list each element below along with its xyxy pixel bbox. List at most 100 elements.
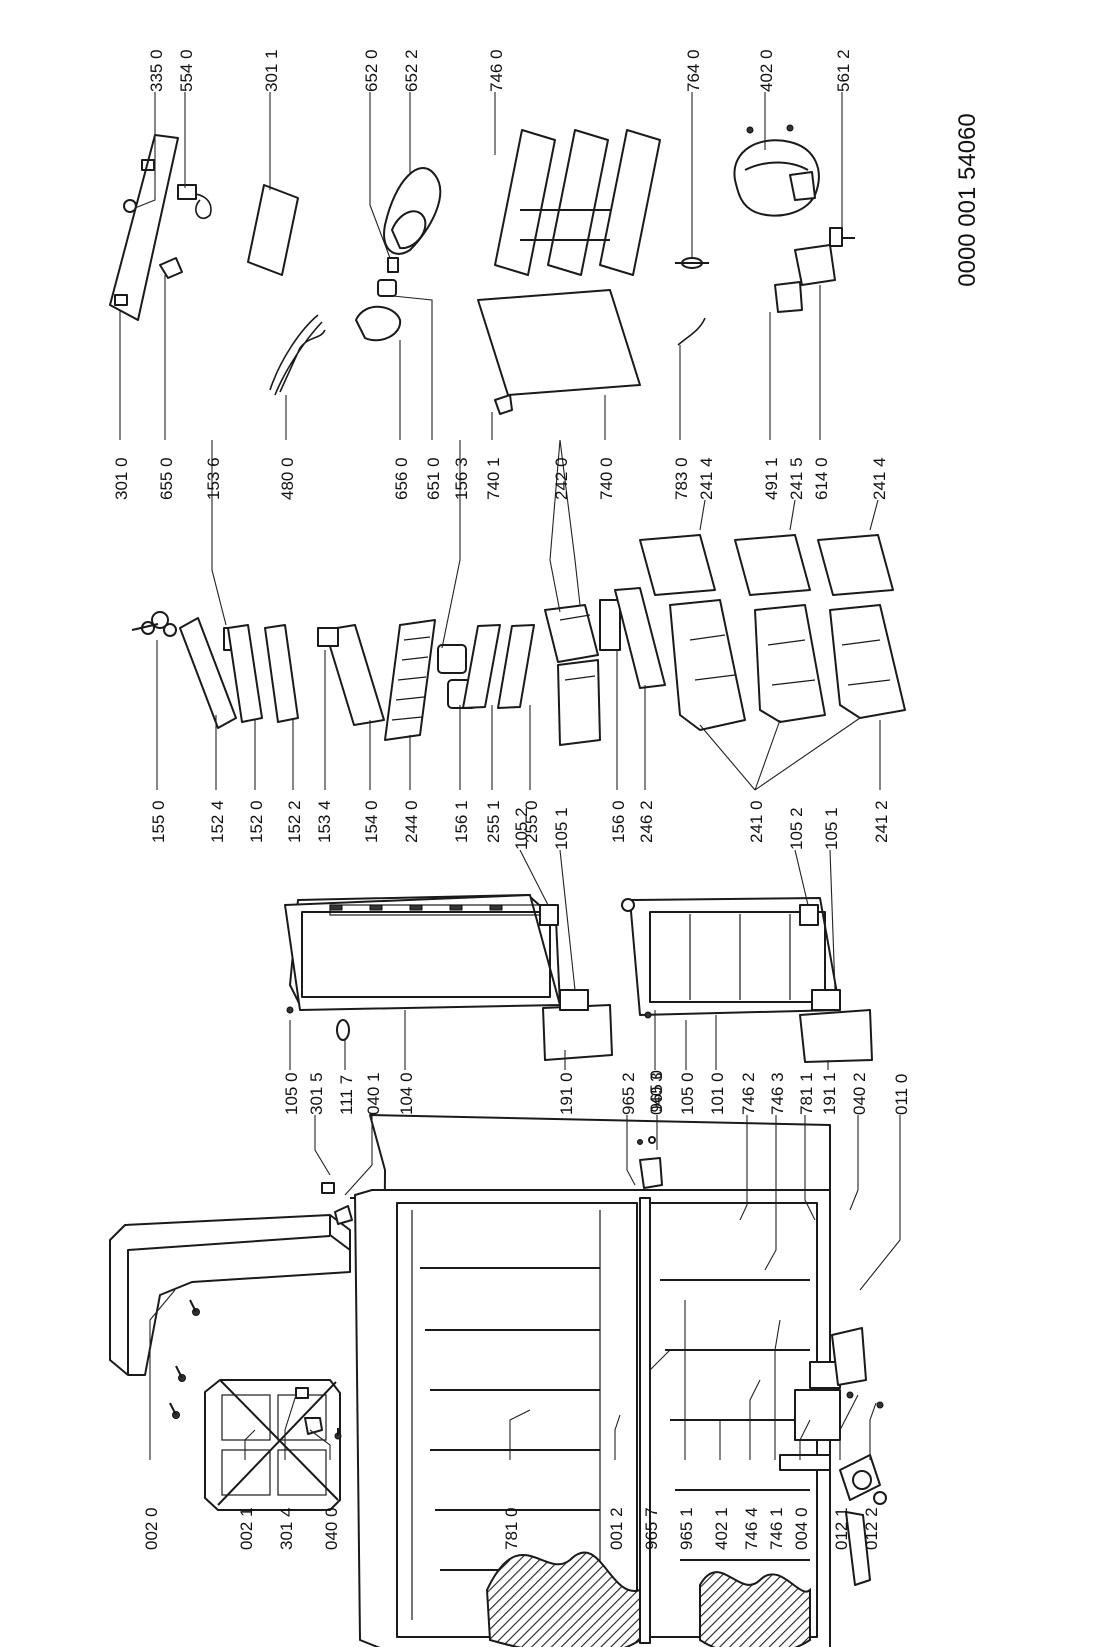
label-764-0: 764 0 xyxy=(684,49,703,92)
label-105-0-upper-door: 105 0 xyxy=(282,1072,301,1115)
wire-harness-drawing xyxy=(269,314,326,396)
label-105-1-lower: 105 1 xyxy=(822,807,841,850)
label-244-0: 244 0 xyxy=(402,800,421,843)
label-012-1: 012 1 xyxy=(832,1507,851,1550)
condenser-coil-drawing xyxy=(477,289,641,415)
label-155-0: 155 0 xyxy=(149,800,168,843)
cabinet-drawing xyxy=(354,1114,831,1647)
top-frame-drawing xyxy=(204,1379,341,1511)
label-246-2: 246 2 xyxy=(637,800,656,843)
compressor-drawing xyxy=(733,124,820,217)
relay-and-bracket-drawing xyxy=(774,227,855,313)
part-labels: 002 0 002 1 301 4 040 0 781 0 001 2 965 … xyxy=(112,49,981,1550)
label-104-0: 104 0 xyxy=(397,1072,416,1115)
wire-shelf-244-drawing xyxy=(384,619,436,741)
label-152-2: 152 2 xyxy=(285,800,304,843)
label-241-2: 241 2 xyxy=(872,800,891,843)
top-cover-drawing xyxy=(109,1214,351,1376)
label-402-0: 402 0 xyxy=(757,49,776,92)
label-152-0: 152 0 xyxy=(247,800,266,843)
label-040-3: 040 3 xyxy=(647,1072,666,1115)
label-153-4: 153 4 xyxy=(315,800,334,843)
filter-and-tube-drawing xyxy=(675,257,709,346)
label-652-2: 652 2 xyxy=(402,49,421,92)
crisper-drawers-242-drawing xyxy=(544,604,601,746)
middle-hinge-drawing xyxy=(637,1136,663,1189)
label-965-7: 965 7 xyxy=(642,1507,661,1550)
label-002-0: 002 0 xyxy=(142,1507,161,1550)
label-011-0: 011 0 xyxy=(892,1074,911,1115)
document-number: 0000 001 54060 xyxy=(954,113,981,287)
label-101-0: 101 0 xyxy=(708,1072,727,1115)
label-301-4: 301 4 xyxy=(277,1507,296,1550)
label-191-0: 191 0 xyxy=(557,1072,576,1115)
label-746-3: 746 3 xyxy=(768,1072,787,1115)
label-746-2: 746 2 xyxy=(739,1072,758,1115)
label-480-0: 480 0 xyxy=(278,457,297,500)
label-965-2: 965 2 xyxy=(619,1072,638,1115)
lamp-assembly-drawing xyxy=(355,167,442,342)
label-781-0: 781 0 xyxy=(502,1507,521,1550)
parts-156-246-drawing xyxy=(599,587,666,689)
label-191-1: 191 1 xyxy=(820,1072,839,1115)
label-301-0: 301 0 xyxy=(112,457,131,500)
label-255-0: 255 0 xyxy=(522,800,541,843)
label-656-0: 656 0 xyxy=(392,457,411,500)
label-965-0: 965 0 xyxy=(647,1070,666,1113)
lower-door-drawing xyxy=(621,897,873,1063)
label-241-4-lower: 241 4 xyxy=(870,457,889,500)
label-154-0: 154 0 xyxy=(362,800,381,843)
label-335-0: 335 0 xyxy=(147,49,166,92)
label-242-0: 242 0 xyxy=(552,457,571,500)
glass-shelves-drawing xyxy=(462,624,535,709)
part-drawings xyxy=(109,124,906,1647)
label-105-2-upper: 105 2 xyxy=(512,807,531,850)
label-040-0: 040 0 xyxy=(322,1507,341,1550)
label-004-0: 004 0 xyxy=(792,1507,811,1550)
screws-top-drawing xyxy=(169,1299,200,1419)
label-255-1: 255 1 xyxy=(484,800,503,843)
label-241-0: 241 0 xyxy=(747,800,766,843)
label-651-0: 651 0 xyxy=(424,457,443,500)
label-156-3: 156 3 xyxy=(452,457,471,500)
label-554-0: 554 0 xyxy=(177,49,196,92)
label-301-5: 301 5 xyxy=(307,1072,326,1115)
label-012-2: 012 2 xyxy=(862,1507,881,1550)
label-153-6: 153 6 xyxy=(204,457,223,500)
label-402-1: 402 1 xyxy=(712,1507,731,1550)
label-241-5: 241 5 xyxy=(787,457,806,500)
label-746-1: 746 1 xyxy=(767,1507,786,1550)
freezer-drawers-drawing xyxy=(669,599,906,731)
label-491-1: 491 1 xyxy=(762,457,781,500)
label-652-0: 652 0 xyxy=(362,49,381,92)
label-152-4: 152 4 xyxy=(208,800,227,843)
label-111-7: 111 7 xyxy=(337,1075,356,1115)
upper-door-drawing xyxy=(284,894,613,1061)
label-561-2: 561 2 xyxy=(834,49,853,92)
door-shelves-drawing xyxy=(179,617,385,729)
evaporator-shelves-drawing xyxy=(494,129,661,276)
part-155-0-drawing xyxy=(131,611,177,637)
label-241-4-upper: 241 4 xyxy=(697,457,716,500)
label-740-0: 740 0 xyxy=(597,457,616,500)
control-panel-drawing xyxy=(109,134,212,321)
label-105-1-upper: 105 1 xyxy=(552,807,571,850)
panel-301-1-drawing xyxy=(247,184,299,276)
label-746-4: 746 4 xyxy=(742,1507,761,1550)
label-002-1: 002 1 xyxy=(237,1507,256,1550)
drawer-lids-drawing xyxy=(639,534,894,596)
label-105-0-lower-door: 105 0 xyxy=(678,1072,697,1115)
label-614-0: 614 0 xyxy=(812,457,831,500)
label-040-1: 040 1 xyxy=(364,1072,383,1115)
leader-lines xyxy=(119,92,901,1460)
label-001-2: 001 2 xyxy=(607,1507,626,1550)
label-156-0: 156 0 xyxy=(609,800,628,843)
label-301-1: 301 1 xyxy=(262,49,281,92)
label-040-2: 040 2 xyxy=(850,1072,869,1115)
label-105-2-lower: 105 2 xyxy=(787,807,806,850)
label-965-1: 965 1 xyxy=(677,1507,696,1550)
label-740-1: 740 1 xyxy=(484,457,503,500)
label-655-0: 655 0 xyxy=(157,457,176,500)
label-781-1: 781 1 xyxy=(797,1072,816,1115)
